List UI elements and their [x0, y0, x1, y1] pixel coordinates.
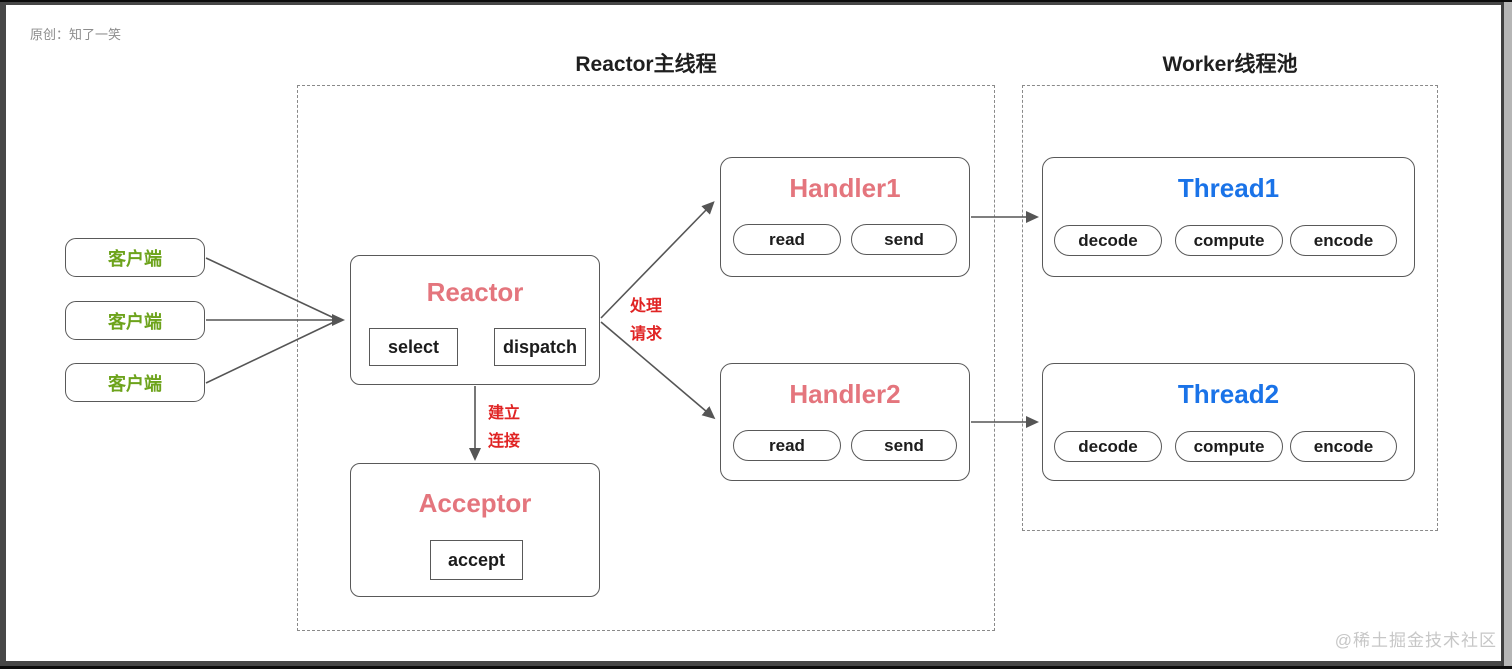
section-title-worker-pool: Worker线程池: [1162, 53, 1298, 76]
dispatch-op-box: dispatch: [494, 328, 586, 366]
client-label: 客户端: [108, 311, 162, 332]
thread1-title: Thread1: [1177, 173, 1280, 203]
read-op-pill: read: [733, 224, 841, 255]
bottom-edge-bar: [0, 666, 1512, 669]
handler1-title: Handler1: [789, 173, 901, 203]
acceptor-title: Acceptor: [418, 488, 532, 518]
client-label: 客户端: [108, 248, 162, 269]
thread2-title: Thread2: [1177, 379, 1280, 409]
handler1-box: Handler1 read send: [720, 157, 970, 277]
establish-label-line1: 建立: [488, 405, 521, 422]
send-op-pill: send: [851, 430, 957, 461]
section-title-reactor-main: Reactor主线程: [575, 53, 717, 76]
decode-op-pill: decode: [1054, 225, 1162, 256]
process-label-line1: 处理: [630, 298, 663, 315]
right-gutter: [1501, 2, 1512, 666]
read-op-pill: read: [733, 430, 841, 461]
thread1-box: Thread1 decode compute encode: [1042, 157, 1415, 277]
select-op-box: select: [369, 328, 458, 366]
client-box-3: 客户端: [65, 363, 205, 402]
client-label: 客户端: [108, 373, 162, 394]
acceptor-box: Acceptor accept: [350, 463, 600, 597]
handler2-box: Handler2 read send: [720, 363, 970, 481]
author-credit: 原创：知了一笑: [30, 27, 122, 42]
client-box-2: 客户端: [65, 301, 205, 340]
decode-op-pill: decode: [1054, 431, 1162, 462]
client-box-1: 客户端: [65, 238, 205, 277]
top-edge-bar: [0, 0, 1512, 2]
compute-op-pill: compute: [1175, 431, 1283, 462]
community-watermark: @稀土掘金技术社区: [1334, 631, 1497, 650]
worker-pool-dashed-region: [1022, 85, 1438, 531]
handler2-title: Handler2: [789, 379, 901, 409]
reactor-title: Reactor: [426, 277, 524, 307]
encode-op-pill: encode: [1290, 431, 1397, 462]
reactor-box: Reactor select dispatch: [350, 255, 600, 385]
establish-connection-label: 建立 连接: [488, 400, 520, 456]
establish-label-line2: 连接: [488, 433, 521, 450]
process-label-line2: 请求: [630, 326, 663, 343]
send-op-pill: send: [851, 224, 957, 255]
compute-op-pill: compute: [1175, 225, 1283, 256]
process-request-label: 处理 请求: [630, 293, 662, 349]
encode-op-pill: encode: [1290, 225, 1397, 256]
thread2-box: Thread2 decode compute encode: [1042, 363, 1415, 481]
accept-op-box: accept: [430, 540, 523, 580]
